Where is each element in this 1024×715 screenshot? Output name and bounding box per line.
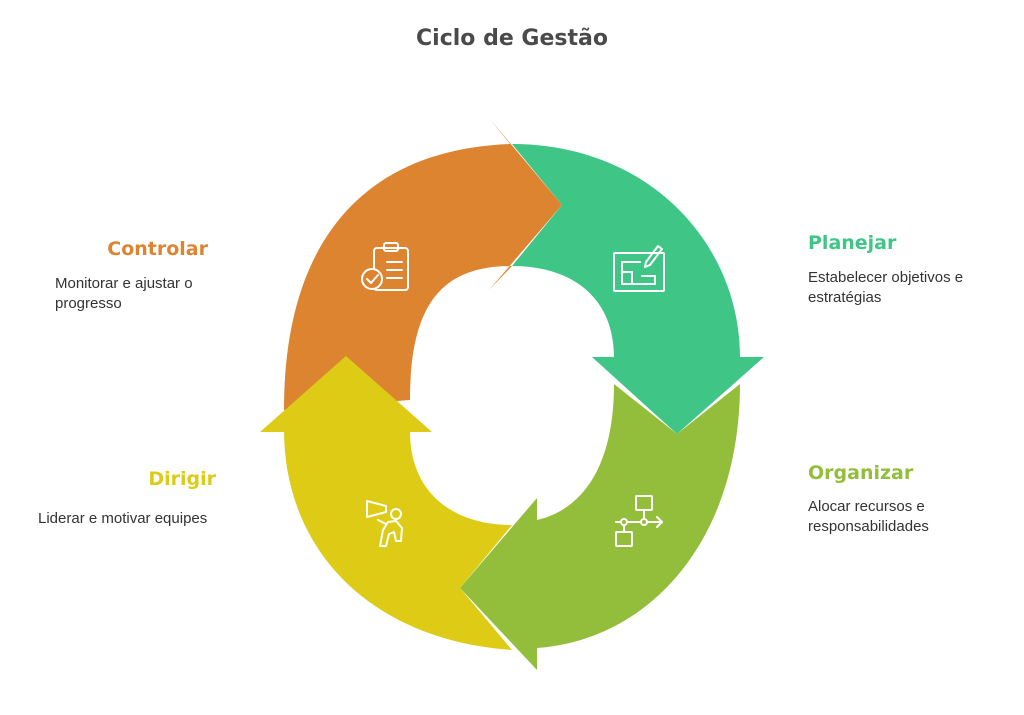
stage-label-organizar: Organizar	[808, 462, 914, 484]
segment-planejar	[512, 144, 764, 434]
stage-label-planejar: Planejar	[808, 232, 897, 254]
stage-description-controlar: Monitorar e ajustar o progresso	[55, 275, 193, 312]
stage-description-organizar: Alocar recursos e responsabilidades	[808, 498, 929, 535]
clipboard-check-icon	[361, 242, 409, 291]
diagram-title: Ciclo de Gestão	[416, 26, 608, 51]
megaphone-person-icon	[366, 500, 403, 547]
blueprint-pencil-icon	[613, 245, 665, 292]
segment-dirigir	[260, 356, 512, 650]
stage-label-dirigir: Dirigir	[148, 468, 216, 490]
stage-description-planejar: Estabelecer objetivos e estratégias	[808, 269, 964, 306]
segment-controlar	[284, 118, 562, 410]
segment-organizar	[460, 384, 740, 670]
stage-description-dirigir: Liderar e motivar equipes	[38, 510, 208, 527]
flowchart-icon	[615, 495, 663, 547]
stage-label-controlar: Controlar	[107, 238, 208, 260]
